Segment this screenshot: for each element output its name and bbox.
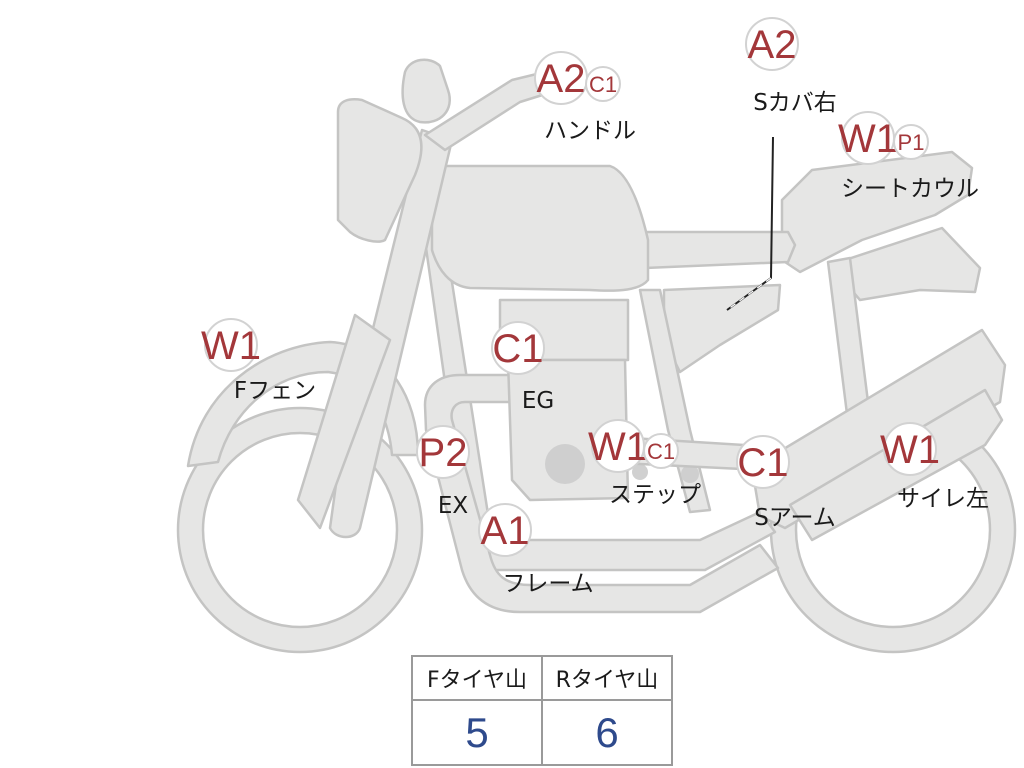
- damage-code: C1: [589, 72, 617, 97]
- swing-arm: [750, 328, 1007, 530]
- marker-frame: A1 フレーム: [478, 503, 594, 597]
- damage-badge: [643, 433, 679, 469]
- front-tire-value: 5: [413, 701, 543, 764]
- marker-silencer-left: W1 サイレ左: [880, 422, 989, 512]
- exhaust-header: [423, 373, 780, 614]
- damage-code: W1: [880, 428, 940, 472]
- part-label-step: ステップ: [609, 482, 701, 508]
- damage-badge: [478, 503, 532, 557]
- damage-code: W1: [588, 425, 648, 469]
- rear-tire-header: Rタイヤ山: [543, 657, 671, 701]
- damage-badge: [883, 422, 937, 476]
- front-fork: [328, 128, 454, 539]
- rear-tire-value: 6: [595, 708, 619, 756]
- damage-code: W1: [838, 117, 898, 161]
- part-label-s-cover-right: Sカバ右: [753, 90, 837, 116]
- mirror: [401, 58, 451, 124]
- damage-badge: [416, 425, 470, 479]
- damage-code: P2: [419, 431, 468, 475]
- damage-code: C1: [647, 439, 675, 464]
- fuel-tank: [430, 164, 650, 292]
- damage-code: C1: [492, 327, 543, 371]
- damage-code: W1: [201, 324, 261, 368]
- damage-code: P1: [898, 130, 925, 155]
- s-cover-leader-line: [726, 136, 774, 311]
- part-label-seat-cowl: シートカウル: [841, 176, 979, 202]
- side-cover: [662, 283, 782, 374]
- damage-badge: [204, 318, 258, 372]
- part-label-frame: フレーム: [502, 571, 593, 597]
- damage-code: A1: [481, 509, 530, 553]
- damage-badge: [745, 17, 799, 71]
- damage-badge: [736, 435, 790, 489]
- part-label-ex: EX: [438, 493, 469, 519]
- tire-tread-table: Fタイヤ山 Rタイヤ山 5 6: [411, 655, 673, 766]
- damage-badge: [893, 124, 929, 160]
- damage-code: A2: [537, 57, 586, 101]
- part-label-f-fender: Fフェン: [234, 378, 316, 404]
- fork-guard: [296, 313, 392, 530]
- damage-badge: [585, 66, 621, 102]
- damage-badge: [491, 321, 545, 375]
- engine-cover: [545, 444, 585, 484]
- headlight: [336, 98, 423, 243]
- part-label-eg: EG: [522, 388, 554, 414]
- damage-code: C1: [737, 441, 788, 485]
- rear-fender: [828, 226, 982, 302]
- part-label-handle: ハンドル: [544, 118, 636, 144]
- front-tire-header: Fタイヤ山: [413, 657, 543, 701]
- part-label-silencer-left: サイレ左: [897, 486, 989, 512]
- damage-code: A2: [748, 23, 797, 67]
- part-label-s-arm: Sアーム: [754, 505, 836, 531]
